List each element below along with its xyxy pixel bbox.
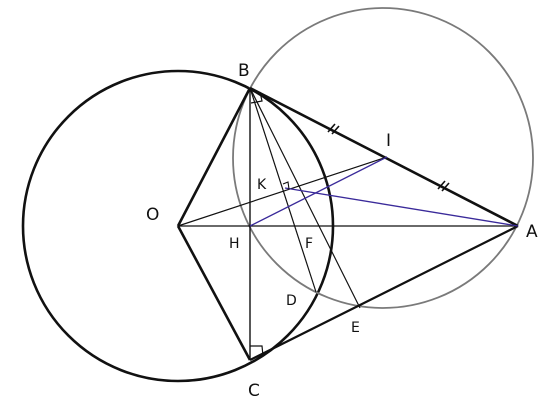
label-point-o: O (146, 205, 159, 225)
label-point-c: C (248, 381, 260, 401)
label-point-f: F (305, 236, 313, 252)
right-angle-mark-k (282, 181, 290, 190)
segment-ba (249, 86, 519, 228)
label-point-e: E (351, 320, 360, 336)
right-angle-mark-b (250, 91, 263, 104)
label-point-i: I (386, 131, 391, 151)
tick-mark-bi (327, 123, 336, 133)
right-angle-mark-c (250, 345, 264, 357)
segment-hi (249, 156, 388, 227)
segment-oi (177, 156, 388, 227)
segment-bd (249, 87, 317, 293)
segment-ob (176, 87, 252, 227)
tick-mark-ia-2 (441, 182, 450, 192)
label-point-b: B (238, 61, 250, 81)
segment-ka (284, 187, 519, 227)
tick-mark-bi-2 (331, 125, 340, 135)
segment-ca (249, 225, 519, 361)
tick-mark-ia (437, 180, 446, 190)
label-point-k: K (257, 177, 267, 193)
label-point-h: H (229, 236, 240, 252)
label-point-a: A (526, 222, 538, 242)
label-point-d: D (286, 293, 297, 309)
segment-oc (176, 225, 252, 361)
circle-ab-diameter (232, 7, 534, 309)
